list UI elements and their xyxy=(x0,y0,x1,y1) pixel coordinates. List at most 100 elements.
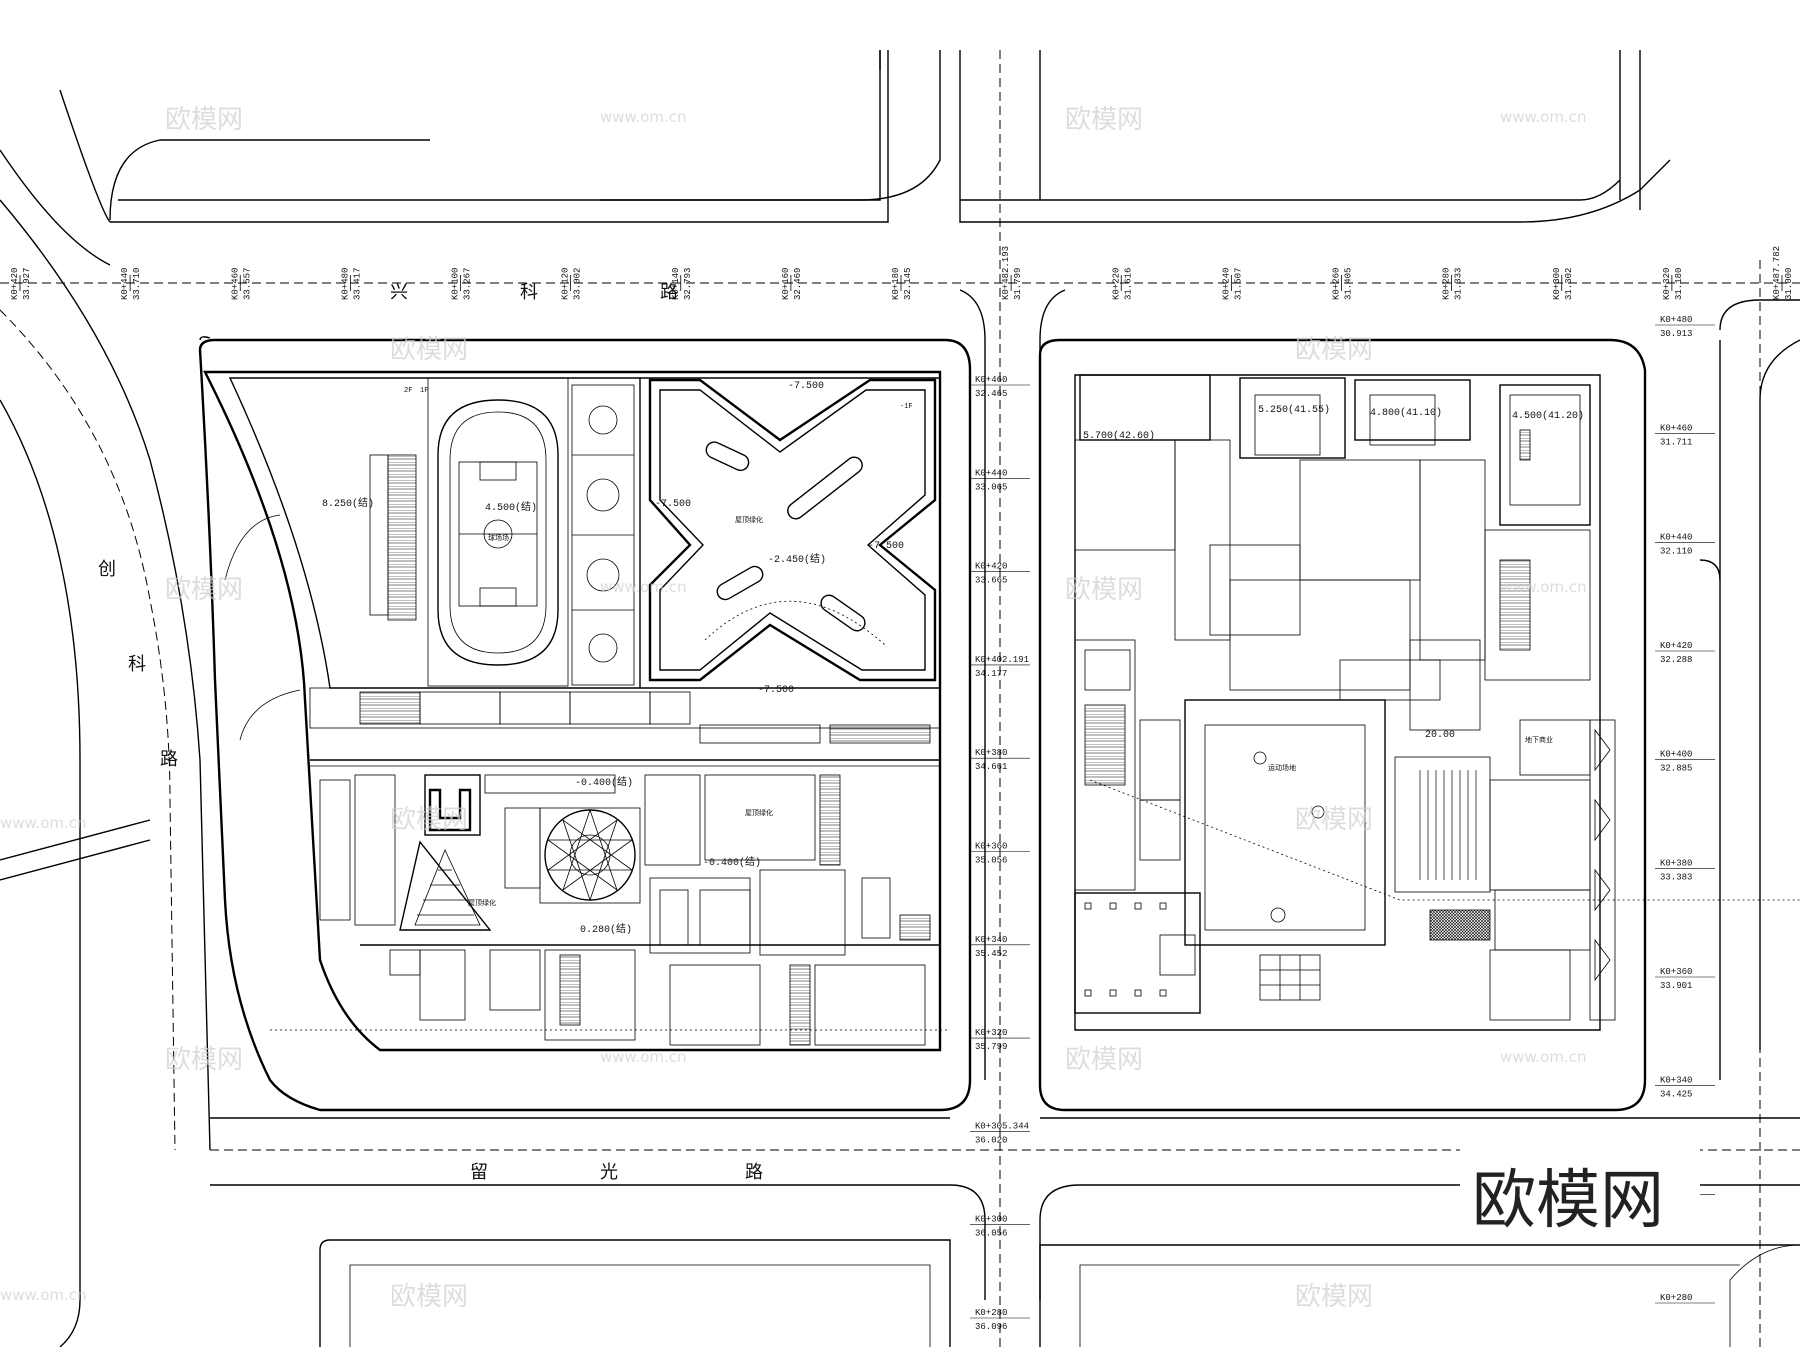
watermark-url-4: www.om.cn xyxy=(1500,578,1587,596)
elev-1: 8.250(结) xyxy=(322,496,374,510)
station-label-north: K0+300 xyxy=(1552,268,1562,300)
station-label-middle: K0+460 xyxy=(975,375,1007,385)
station-label-middle: K0+305.344 xyxy=(975,1121,1029,1131)
watermark-9: 欧模网 xyxy=(165,1045,243,1075)
station-elev-east: 32.885 xyxy=(1660,764,1692,774)
west-lot xyxy=(198,338,972,1112)
stations-middle: K0+46032.465K0+44033.065K0+42033.665K0+4… xyxy=(970,375,1030,1332)
label-track: 球场场 xyxy=(488,533,509,543)
station-label-north: K0+482.193 xyxy=(1001,246,1011,300)
elev-7: -7.500 xyxy=(758,685,794,696)
north-road-char-2: 科 xyxy=(520,282,538,303)
south-road-char-3: 路 xyxy=(745,1162,763,1183)
station-label-middle: K0+440 xyxy=(975,468,1007,478)
station-label-north: K0+320 xyxy=(1662,268,1672,300)
station-label-north: K0+220 xyxy=(1111,268,1121,300)
station-elev-middle: 35.452 xyxy=(975,949,1007,959)
watermark-11: 欧模网 xyxy=(390,1282,468,1312)
station-label-north: K0+480 xyxy=(340,268,350,300)
watermark-url-6: www.om.cn xyxy=(600,1048,687,1066)
road-network xyxy=(0,50,1800,1347)
watermark-6: 欧模网 xyxy=(1065,575,1143,605)
station-label-middle: K0+280 xyxy=(975,1308,1007,1318)
watermark-12: 欧模网 xyxy=(1295,1282,1373,1312)
watermark-url-7: www.om.cn xyxy=(1500,1048,1587,1066)
north-road-char-3: 路 xyxy=(660,282,678,303)
station-label-middle: K0+300 xyxy=(975,1215,1007,1225)
station-label-middle: K0+340 xyxy=(975,935,1007,945)
watermark-4: 欧模网 xyxy=(1295,335,1373,365)
south-blocks xyxy=(319,1239,1800,1347)
station-label-north: K0+240 xyxy=(1221,268,1231,300)
elev-5: -2.450(结) xyxy=(768,552,826,566)
brand-logo-bg xyxy=(1460,1148,1700,1238)
elev-3: -7.500 xyxy=(788,381,824,392)
watermark-1: 欧模网 xyxy=(165,105,243,135)
station-label-north: K0+120 xyxy=(561,268,571,300)
station-label-middle: K0+380 xyxy=(975,748,1007,758)
elev-13: 4.800(41.10) xyxy=(1370,407,1442,419)
station-elev-middle: 34.177 xyxy=(975,669,1007,679)
west-road-char-3: 路 xyxy=(160,749,178,770)
west-road-char-1: 创 xyxy=(98,559,116,580)
station-elev-north: 31.333 xyxy=(1454,268,1464,300)
station-label-north: K0+260 xyxy=(1332,268,1342,300)
watermark-7: 欧模网 xyxy=(390,805,468,835)
station-label-middle: K0+360 xyxy=(975,842,1007,852)
elev-4: -7.500 xyxy=(655,499,691,510)
station-elev-east: 32.288 xyxy=(1660,655,1692,665)
elev-11: 5.700(42.60) xyxy=(1083,430,1155,442)
station-label-north: K0+440 xyxy=(120,268,130,300)
elev-6: -7.500 xyxy=(868,541,904,552)
station-label-middle: K0+320 xyxy=(975,1028,1007,1038)
station-elev-middle: 33.065 xyxy=(975,482,1007,492)
station-label-east: K0+400 xyxy=(1660,750,1692,760)
station-label-east: K0+340 xyxy=(1660,1076,1692,1086)
station-elev-north: 31.405 xyxy=(1344,268,1354,300)
station-elev-east: 30.913 xyxy=(1660,329,1692,339)
station-label-east: K0+380 xyxy=(1660,858,1692,868)
watermark-url-2: www.om.cn xyxy=(1500,108,1587,126)
label-roof-green-3: 屋顶绿化 xyxy=(468,898,496,908)
label-1f: 1F xyxy=(420,387,428,395)
label-neg1f: -1F xyxy=(900,403,913,411)
label-sports-field: 运动场地 xyxy=(1268,763,1296,773)
station-elev-east: 33.901 xyxy=(1660,981,1692,991)
watermark-url-8: www.om.cn xyxy=(0,1286,87,1304)
station-elev-north: 32.145 xyxy=(903,268,913,300)
station-elev-middle: 36.096 xyxy=(975,1322,1007,1332)
watermark-2: 欧模网 xyxy=(1065,105,1143,135)
station-label-east: K0+420 xyxy=(1660,641,1692,651)
elev-8: -0.400(结) xyxy=(575,775,633,789)
station-elev-middle: 35.056 xyxy=(975,856,1007,866)
station-label-east: K0+440 xyxy=(1660,532,1692,542)
south-road-char-1: 留 xyxy=(470,1162,488,1183)
watermark-url-1: www.om.cn xyxy=(600,108,687,126)
watermark-url-3: www.om.cn xyxy=(600,578,687,596)
station-elev-north: 31.507 xyxy=(1233,268,1243,300)
station-elev-east: 32.110 xyxy=(1660,546,1692,556)
station-label-north: K0+280 xyxy=(1442,268,1452,300)
elev-10: 0.280(结) xyxy=(580,922,632,936)
station-elev-north: 32.469 xyxy=(793,268,803,300)
station-elev-east: 31.711 xyxy=(1660,438,1692,448)
east-lot xyxy=(1038,338,1800,1112)
station-elev-middle: 34.661 xyxy=(975,762,1007,772)
station-elev-north: 31.302 xyxy=(1564,268,1574,300)
station-label-east: K0+460 xyxy=(1660,424,1692,434)
watermarks: 欧模网 www.om.cn 欧模网 www.om.cn 欧模网 欧模网 欧模网 … xyxy=(0,105,1587,1312)
station-label-east: K0+280 xyxy=(1660,1293,1692,1303)
station-elev-north: 33.417 xyxy=(352,268,362,300)
elev-14: 4.500(41.20) xyxy=(1512,410,1584,422)
brand-logo: 欧模网 xyxy=(1472,1164,1664,1238)
elev-12: 5.250(41.55) xyxy=(1258,404,1330,416)
west-road-char-2: 科 xyxy=(128,654,146,675)
station-label-north: K0+180 xyxy=(891,268,901,300)
station-elev-north: 33.002 xyxy=(573,268,583,300)
station-label-east: K0+360 xyxy=(1660,967,1692,977)
station-label-middle: K0+420 xyxy=(975,562,1007,572)
elev-9: -0.400(结) xyxy=(703,855,761,869)
elev-15: 20.00 xyxy=(1425,730,1455,741)
station-elev-north: 33.927 xyxy=(22,268,32,300)
